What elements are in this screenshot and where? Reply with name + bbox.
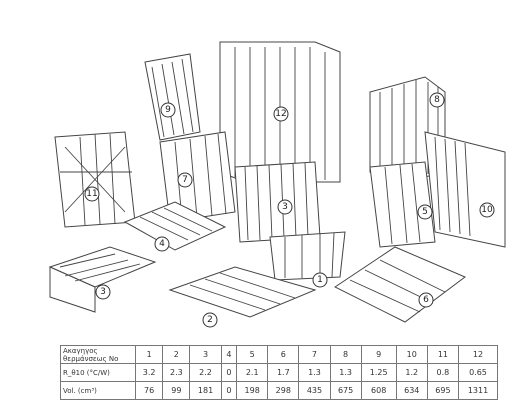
table-cell: 1.25 <box>360 363 397 382</box>
table-cell: 2 <box>162 345 191 364</box>
item-number-circle <box>312 272 328 288</box>
table-cell: 198 <box>236 381 269 400</box>
item-number-label: 11 <box>86 189 97 199</box>
table-cell: 4 <box>220 345 238 364</box>
item-number-circle <box>277 199 293 215</box>
item-number-label: 4 <box>159 239 165 249</box>
item-number-circle <box>202 312 218 328</box>
table-cell: 1.7 <box>267 363 300 382</box>
table-cell: 2.1 <box>236 363 269 382</box>
item-number-circle <box>429 92 445 108</box>
table-cell: 1.3 <box>298 363 331 382</box>
heatsink-7 <box>159 131 236 223</box>
table-cell: 11 <box>426 345 459 364</box>
heatsink-2 <box>168 266 317 318</box>
item-number-circle <box>417 204 433 220</box>
heatsink-1 <box>269 231 346 281</box>
item-number-circle <box>479 202 495 218</box>
item-number-circle <box>177 172 193 188</box>
table-cell: 5 <box>236 345 269 364</box>
heatsink-5 <box>369 161 436 248</box>
table-cell: 181 <box>189 381 222 400</box>
table-cell: 10 <box>395 345 428 364</box>
row-header: R_θ10 (°C/W) <box>60 363 136 382</box>
item-number-circle <box>273 106 289 122</box>
table-cell: 634 <box>395 381 428 400</box>
row-header: Vol. (cm³) <box>60 381 136 400</box>
item-number-circle <box>95 284 111 300</box>
table-cell: 2.3 <box>162 363 191 382</box>
item-number-label: 8 <box>434 95 440 105</box>
table-cell: 9 <box>360 345 397 364</box>
table-cell: 12 <box>457 345 499 364</box>
item-number-label: 7 <box>182 175 188 185</box>
item-number-label: 2 <box>207 315 213 325</box>
heatsink-9 <box>144 53 201 141</box>
table-cell: 695 <box>426 381 459 400</box>
item-number-circle <box>418 292 434 308</box>
heatsink-3 <box>48 246 157 313</box>
item-number-circle <box>160 102 176 118</box>
item-number-label: 3 <box>282 202 288 212</box>
table-cell: 1.3 <box>329 363 362 382</box>
table-cell: 298 <box>267 381 300 400</box>
row-header: Ακαγηγος θερμάνσεως Νο <box>60 345 136 364</box>
heatsink-3-upper <box>234 161 321 243</box>
table-cell: 8 <box>329 345 362 364</box>
table-cell: 3.2 <box>134 363 164 382</box>
table-cell: 675 <box>329 381 362 400</box>
item-number-label: 3 <box>100 287 106 297</box>
item-number-label: 12 <box>275 109 286 119</box>
table-cell: 1311 <box>457 381 499 400</box>
table-cell: 2.2 <box>189 363 222 382</box>
table-cell: 0.65 <box>457 363 499 382</box>
item-number-label: 5 <box>422 207 428 217</box>
table-cell: 0.8 <box>426 363 459 382</box>
table-cell: 6 <box>267 345 300 364</box>
table-cell: 435 <box>298 381 331 400</box>
heatsink-10 <box>424 131 506 248</box>
item-number-label: 6 <box>423 295 429 305</box>
item-number-circle <box>84 186 100 202</box>
table-cell: 76 <box>134 381 164 400</box>
table-cell: 1 <box>134 345 164 364</box>
item-number-label: 9 <box>165 105 171 115</box>
table-cell: 0 <box>220 381 238 400</box>
item-number-label: 10 <box>481 205 493 215</box>
item-number-label: 1 <box>317 275 323 285</box>
table-cell: 608 <box>360 381 397 400</box>
table-cell: 1.2 <box>395 363 428 382</box>
table-cell: 3 <box>189 345 222 364</box>
heatsink-11 <box>54 131 136 228</box>
heatsink-6 <box>334 246 466 323</box>
table-cell: 7 <box>298 345 331 364</box>
table-cell: 99 <box>162 381 191 400</box>
table-cell: 0 <box>220 363 238 382</box>
item-number-circle <box>154 236 170 252</box>
